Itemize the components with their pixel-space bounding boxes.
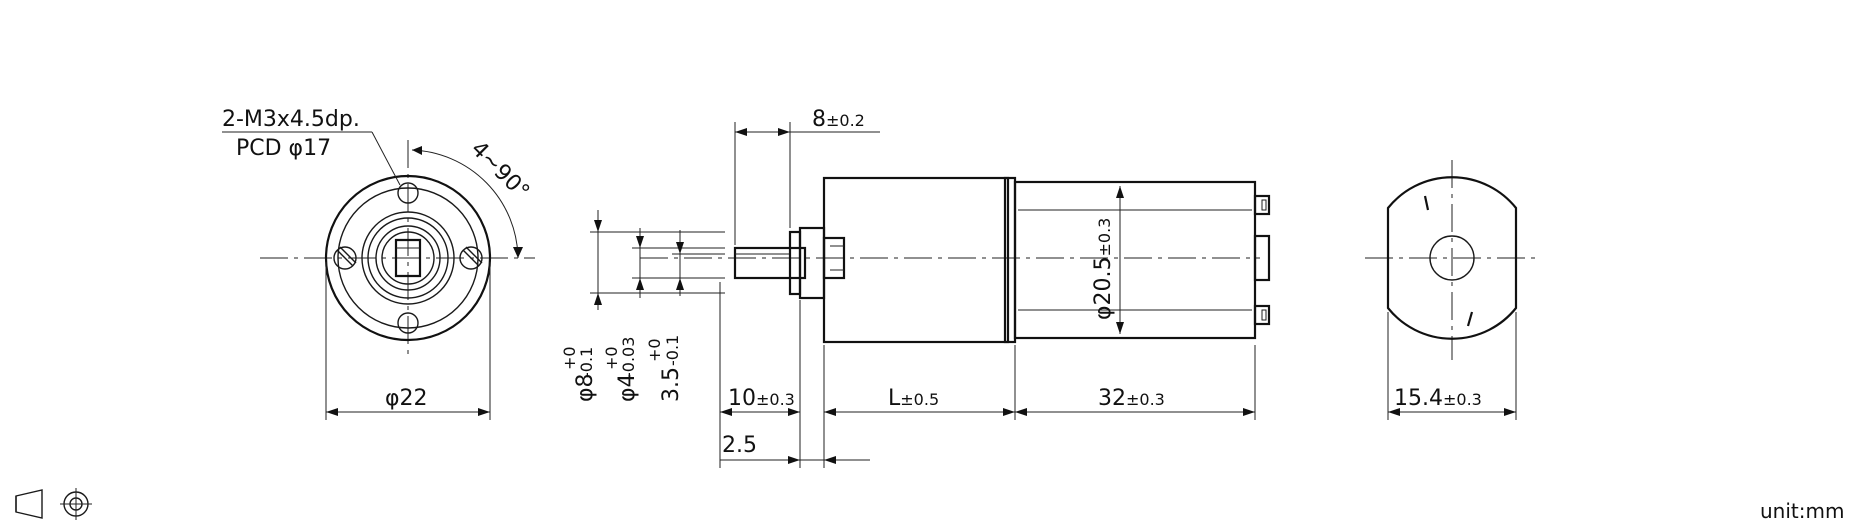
screw-left <box>333 246 357 270</box>
svg-text:-0.1: -0.1 <box>663 335 682 366</box>
boss-inner <box>375 225 441 291</box>
terminal-bottom <box>1253 304 1271 326</box>
dim-flange-dia: φ22 <box>385 386 428 411</box>
dim-gear-len: L±0.5 <box>888 386 939 411</box>
hole-spec-line1: 2-M3x4.5dp. <box>222 107 360 132</box>
svg-text:-0.03: -0.03 <box>619 337 638 378</box>
flange-inner-ring <box>337 187 479 329</box>
shaft-circle <box>381 231 435 285</box>
boss-front <box>788 230 802 296</box>
output-shaft <box>733 246 807 280</box>
mount-hole-bottom <box>397 312 419 334</box>
flange-outline <box>324 174 492 342</box>
dim-phi8: φ8 <box>573 373 598 402</box>
rear-housing <box>1386 176 1518 340</box>
dim-motor-dia: φ20.5±0.3 <box>1091 218 1116 320</box>
rear-bushing-circle <box>1429 235 1475 281</box>
motor-body <box>1013 180 1257 340</box>
dim-shaft-len: 10±0.3 <box>728 386 795 411</box>
rear-terminal-mark-top <box>1423 195 1430 211</box>
svg-text:-0.1: -0.1 <box>577 347 596 378</box>
angle-note: 4~90° <box>466 137 534 205</box>
rear-bushing <box>1253 234 1271 282</box>
dim-flange-thk: 2.5 <box>722 433 757 458</box>
rear-view: 15.4±0.3 <box>1365 160 1540 420</box>
mount-hole-top <box>397 182 419 204</box>
dim-boss-len: 8±0.2 <box>812 107 865 132</box>
side-view: φ20.5±0.3 8±0.2 φ8 +0 -0.1 φ4 +0 -0.03 <box>560 107 1271 468</box>
svg-text:+0: +0 <box>645 338 664 362</box>
shaft-d-cut <box>394 238 422 278</box>
rear-terminal-mark-bottom <box>1466 311 1474 327</box>
angle-arc <box>411 149 519 259</box>
angle-arrow-start <box>412 146 422 155</box>
first-angle-projection-icon <box>60 488 92 520</box>
hole-spec-line2: PCD φ17 <box>236 136 331 161</box>
screw-right <box>459 246 483 270</box>
dim-flat: 3.5 <box>659 367 684 402</box>
unit-label: unit:mm <box>1760 499 1844 523</box>
gearbox-body <box>822 176 1010 344</box>
front-view: 4~90° 2-M3x4.5dp. PCD φ17 φ22 <box>222 107 535 420</box>
svg-text:+0: +0 <box>560 346 579 370</box>
boss-body <box>798 226 826 300</box>
boss-ring <box>367 217 449 299</box>
hole-spec-leader <box>371 131 401 186</box>
svg-text:+0: +0 <box>602 346 621 370</box>
boss-outer <box>361 211 455 305</box>
gearbox-rim <box>1003 176 1017 344</box>
terminal-top <box>1253 194 1271 216</box>
dim-rear-width: 15.4±0.3 <box>1394 386 1482 411</box>
dim-phi4: φ4 <box>615 373 640 402</box>
dim-motor-len: 32±0.3 <box>1098 386 1165 411</box>
projection-symbol-icon <box>15 489 43 519</box>
angle-arrow-end <box>513 247 523 258</box>
